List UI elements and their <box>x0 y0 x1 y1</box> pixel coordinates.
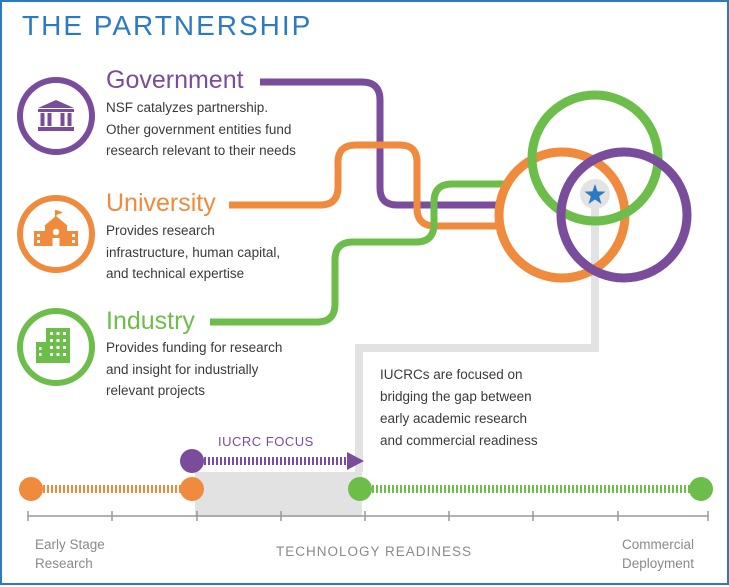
government-description: NSF catalyzes partnership. Other governm… <box>106 100 296 158</box>
industry-icon-circle <box>17 308 95 386</box>
iucrc-focus-region <box>195 472 362 517</box>
axis-right-label: Commercial Deployment <box>622 537 695 571</box>
star-icon <box>584 184 606 204</box>
industry-flow-line <box>210 180 505 326</box>
university-heading: University <box>106 189 216 217</box>
institution-building-icon <box>38 100 74 131</box>
industry-description: Provides funding for research and insigh… <box>106 340 283 398</box>
page-title: THE PARTNERSHIP <box>22 10 313 41</box>
focus-end-dot <box>348 477 372 501</box>
university-description: Provides research infrastructure, human … <box>106 223 281 281</box>
focus-start-dot-purple <box>180 449 204 473</box>
timeline-end-dot <box>689 477 713 501</box>
university-flow-line <box>229 141 502 230</box>
timeline-start-dot <box>19 477 43 501</box>
school-building-icon <box>34 210 78 246</box>
iucrc-focus-arrow <box>192 452 364 470</box>
government-heading: Government <box>106 66 244 94</box>
industry-heading: Industry <box>106 307 195 335</box>
technology-readiness-axis <box>27 511 709 521</box>
iucrc-note: IUCRCs are focused on bridging the gap b… <box>380 367 538 448</box>
university-icon-circle <box>17 195 95 273</box>
axis-left-label: Early Stage Research <box>35 537 105 571</box>
school-building-details <box>37 228 75 246</box>
iucrc-focus-label: IUCRC FOCUS <box>218 434 314 449</box>
government-venn-circle <box>556 147 692 283</box>
axis-title: TECHNOLOGY READINESS <box>276 544 473 559</box>
focus-start-dot <box>180 477 204 501</box>
government-icon-circle <box>17 77 95 155</box>
office-building-windows <box>39 332 66 356</box>
